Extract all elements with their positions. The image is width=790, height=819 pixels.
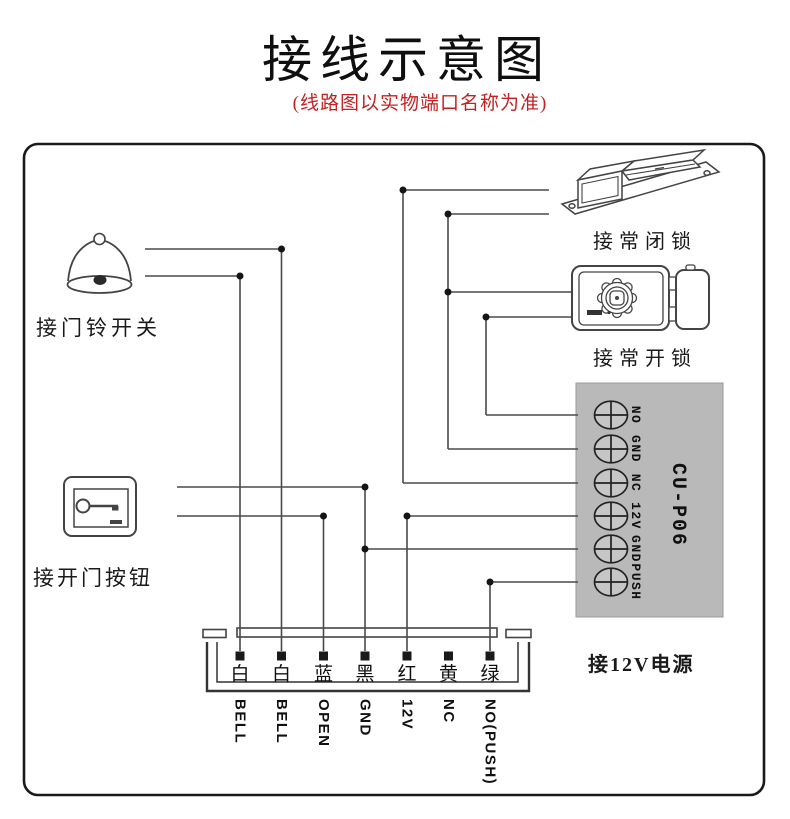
exit-button-label: 接开门按钮 <box>33 566 153 590</box>
wire-signal-nc: NC <box>440 699 457 724</box>
no-lock-label: 接常开锁 <box>593 348 697 370</box>
lock-knob-icon <box>596 277 638 319</box>
housing-outer-outline <box>205 642 531 693</box>
wire-strip <box>202 627 532 693</box>
page-title: 接线示意图 <box>262 32 552 88</box>
wire-signal-open: OPEN <box>315 699 332 748</box>
magnetic-lock-icon <box>560 148 721 215</box>
terminal-block-model: CU-P06 <box>666 462 689 548</box>
terminal-label-gnd2: GND <box>628 535 643 563</box>
doorbell-label: 接门铃开关 <box>36 316 161 340</box>
nc-lock-label: 接常闭锁 <box>593 231 697 253</box>
strip-right-tab <box>505 628 532 639</box>
terminal-label-no: NO <box>628 405 643 425</box>
strip-left-tab <box>202 628 227 639</box>
page-subtitle: (线路图以实物端口名称为准) <box>292 93 548 114</box>
terminal-label-gnd1: GND <box>628 435 643 463</box>
wire-signal-gnd: GND <box>356 699 374 737</box>
wire-color-7: 绿 <box>480 664 500 685</box>
screw-terminal-icons <box>593 400 629 597</box>
wire-color-1: 白 <box>230 664 250 685</box>
terminal-label-12v: 12V <box>628 502 643 530</box>
diagram-border <box>22 142 766 797</box>
wire-color-4: 黑 <box>355 664 375 685</box>
housing-inner-outline <box>216 642 519 683</box>
terminal-block <box>575 382 724 618</box>
wire-signal-no-push: NO(PUSH) <box>481 699 499 786</box>
key-icon <box>75 498 119 514</box>
wire-terminal-squares <box>235 651 495 661</box>
doorbell-icon <box>66 232 133 294</box>
exit-button-icon <box>63 476 137 537</box>
wire-signal-bell2: BELL <box>273 699 290 745</box>
wire-color-6: 黄 <box>438 664 459 685</box>
terminal-label-nc: NC <box>628 473 643 493</box>
electric-lock-icon <box>571 264 710 331</box>
power-label: 接12V电源 <box>588 654 695 676</box>
junction-dots <box>236 186 494 586</box>
terminal-label-push: PUSH <box>628 563 643 601</box>
wire-signal-bell1: BELL <box>231 699 249 745</box>
wire-color-5: 红 <box>397 664 417 685</box>
wire-color-3: 蓝 <box>313 664 334 685</box>
wire-color-2: 白 <box>271 664 292 685</box>
wire-signal-12v: 12V <box>398 699 416 731</box>
wires <box>145 189 578 651</box>
